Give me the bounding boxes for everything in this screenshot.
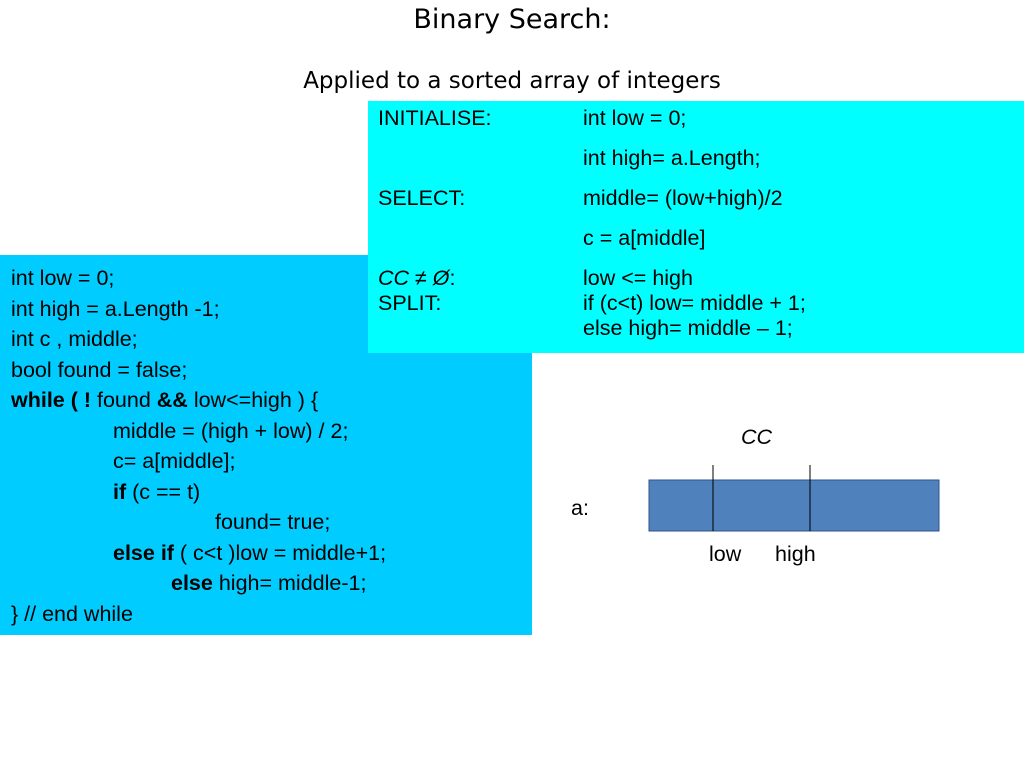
code-line: middle = (high + low) / 2; [113,418,349,443]
slide-subtitle: Applied to a sorted array of integers [303,68,721,94]
array-diagram [648,465,940,532]
step-row: SELECT: [378,186,465,211]
code-line: int low = 0; [11,266,115,290]
code-text: high= middle-1; [212,571,367,595]
code-line: int c , middle; [11,327,138,351]
code-line-else: else high= middle-1; [11,568,532,599]
code-line: found= true; [215,510,331,534]
step-value: int high= a.Length; [583,146,761,170]
step-label-colon: : [449,266,456,290]
low-label: low [709,542,742,566]
step-value: low <= high [583,266,693,290]
step-value: else high= middle – 1; [583,316,793,340]
code-line: c= a[middle]; [113,449,236,473]
code-text: (c == t) [126,479,201,504]
step-row: SPLIT: [378,291,441,316]
code-line: } // end while [11,601,133,626]
keyword: while ( ! [11,388,92,412]
step-row: INITIALISE: [378,106,492,131]
algorithm-steps-panel: INITIALISE: int low = 0; int high= a.Len… [368,101,1024,353]
keyword: else [171,571,213,595]
keyword: else if [113,540,174,565]
high-label: high [775,542,816,566]
code-text: low<=high ) { [187,388,319,412]
cc-label: CC [741,425,773,449]
code-line: int high = a.Length -1; [11,296,220,321]
keyword: && [156,388,188,412]
slide-title: Binary Search: [413,4,611,35]
step-value: int low = 0; [583,106,687,130]
step-label: INITIALISE: [378,106,492,130]
step-value: middle= (low+high)/2 [583,186,783,210]
code-line: bool found = false; [11,357,188,382]
step-value: c = a[middle] [583,226,706,250]
step-label: SELECT: [378,186,466,210]
code-line-if: if (c == t) [11,477,532,508]
code-text: ( c<t )low = middle+1; [173,540,387,565]
array-rect [648,479,940,532]
step-label: SPLIT: [378,291,442,315]
step-value: if (c<t) low= middle + 1; [583,291,806,315]
array-label: a: [571,496,589,520]
keyword: if [113,479,127,504]
code-text: found [91,388,157,412]
step-row: CC ≠ Ø: [378,266,456,291]
code-line-else-if: else if ( c<t )low = middle+1; [11,538,532,569]
code-line-while: while ( ! found && low<=high ) { [11,385,532,416]
step-label-condition: CC ≠ Ø [378,266,450,290]
